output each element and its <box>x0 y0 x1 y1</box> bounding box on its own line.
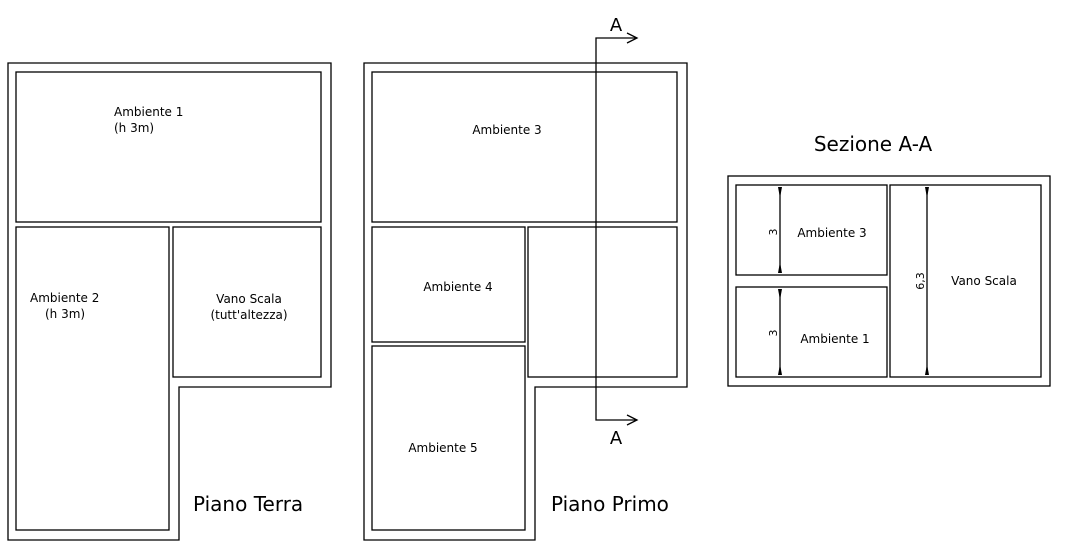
label-ambiente-1-height: (h 3m) <box>114 121 154 135</box>
section-a-a: Sezione A-A 3 3 6,3 Ambiente 3 Ambiente … <box>727 132 1051 387</box>
section-label-ambiente-1: Ambiente 1 <box>800 332 869 346</box>
room-ambiente-1 <box>15 71 322 223</box>
section-label-vano-scala: Vano Scala <box>951 274 1017 288</box>
plan-piano-terra: Ambiente 1 (h 3m) Ambiente 2 (h 3m) Vano… <box>7 62 332 541</box>
section-arrow-top-icon <box>626 32 639 44</box>
label-vano-scala-note: (tutt'altezza) <box>210 308 287 322</box>
section-room-ambiente-3 <box>735 184 888 276</box>
dimension-ambiente-3: 3 <box>767 229 780 236</box>
section-arrow-bottom-icon <box>626 414 639 426</box>
label-ambiente-2: Ambiente 2 <box>30 291 99 305</box>
section-mark-top: A <box>610 15 623 36</box>
room-ambiente-3 <box>371 71 678 223</box>
label-ambiente-3: Ambiente 3 <box>472 123 541 137</box>
title-piano-terra: Piano Terra <box>193 492 303 516</box>
room-vano-scala <box>172 226 322 378</box>
label-ambiente-1: Ambiente 1 <box>114 105 183 119</box>
room-ambiente-5 <box>371 345 526 531</box>
label-ambiente-5: Ambiente 5 <box>408 441 477 455</box>
plan-piano-primo: Ambiente 3 Ambiente 4 Ambiente 5 Piano P… <box>363 15 688 541</box>
outer-wall <box>363 62 688 541</box>
section-room-vano-scala <box>889 184 1042 378</box>
room-ambiente-4 <box>371 226 526 343</box>
section-outline <box>727 175 1051 387</box>
section-room-ambiente-1 <box>735 286 888 378</box>
label-ambiente-2-height: (h 3m) <box>45 307 85 321</box>
section-cut-line <box>595 37 637 421</box>
dimension-ambiente-1: 3 <box>767 330 780 337</box>
room-ambiente-2 <box>15 226 170 531</box>
section-line-a-a: A A <box>595 15 639 449</box>
outer-wall <box>7 62 332 541</box>
dimension-vano-scala: 6,3 <box>914 272 927 290</box>
section-mark-bottom: A <box>610 428 623 449</box>
section-label-ambiente-3: Ambiente 3 <box>797 226 866 240</box>
label-ambiente-4: Ambiente 4 <box>423 280 492 294</box>
title-piano-primo: Piano Primo <box>551 492 669 516</box>
room-vano-scala-upper <box>527 226 678 378</box>
title-sezione: Sezione A-A <box>814 132 933 156</box>
label-vano-scala: Vano Scala <box>216 292 282 306</box>
